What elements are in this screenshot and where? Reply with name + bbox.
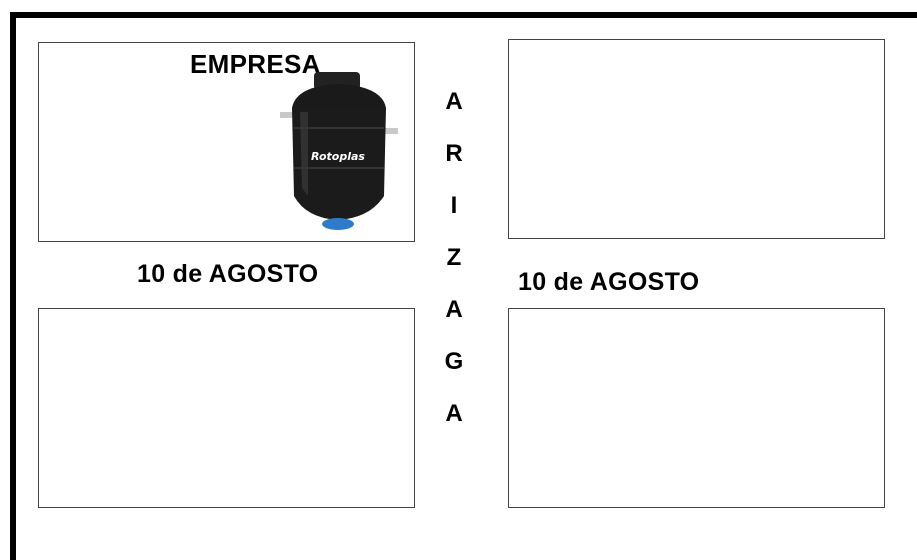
- tank-body: [292, 108, 386, 220]
- vertical-letter: A: [445, 296, 463, 323]
- tank-base: [322, 218, 354, 230]
- company-title: EMPRESA: [190, 49, 321, 79]
- vertical-letter: A: [445, 400, 463, 427]
- vertical-letter: I: [450, 192, 458, 219]
- vertical-word: A R I Z A G A: [439, 76, 469, 440]
- outer-frame: [10, 12, 917, 560]
- vertical-letter: R: [445, 140, 463, 167]
- vertical-letter: A: [445, 88, 463, 115]
- vertical-letter: Z: [446, 244, 462, 271]
- panel-top-right: [508, 39, 885, 239]
- date-label-right: 10 de AGOSTO: [518, 268, 700, 296]
- tank-shoulder: [292, 84, 386, 108]
- tank-fitting-right: [378, 128, 398, 134]
- panel-bottom-right: [508, 308, 885, 508]
- water-tank-image: Rotoplas: [280, 72, 398, 230]
- date-label-left: 10 de AGOSTO: [137, 260, 319, 288]
- tank-brand-logo: Rotoplas: [311, 150, 365, 163]
- vertical-letter: G: [444, 348, 464, 375]
- tank-fitting-left: [280, 112, 300, 118]
- panel-bottom-left: [38, 308, 415, 508]
